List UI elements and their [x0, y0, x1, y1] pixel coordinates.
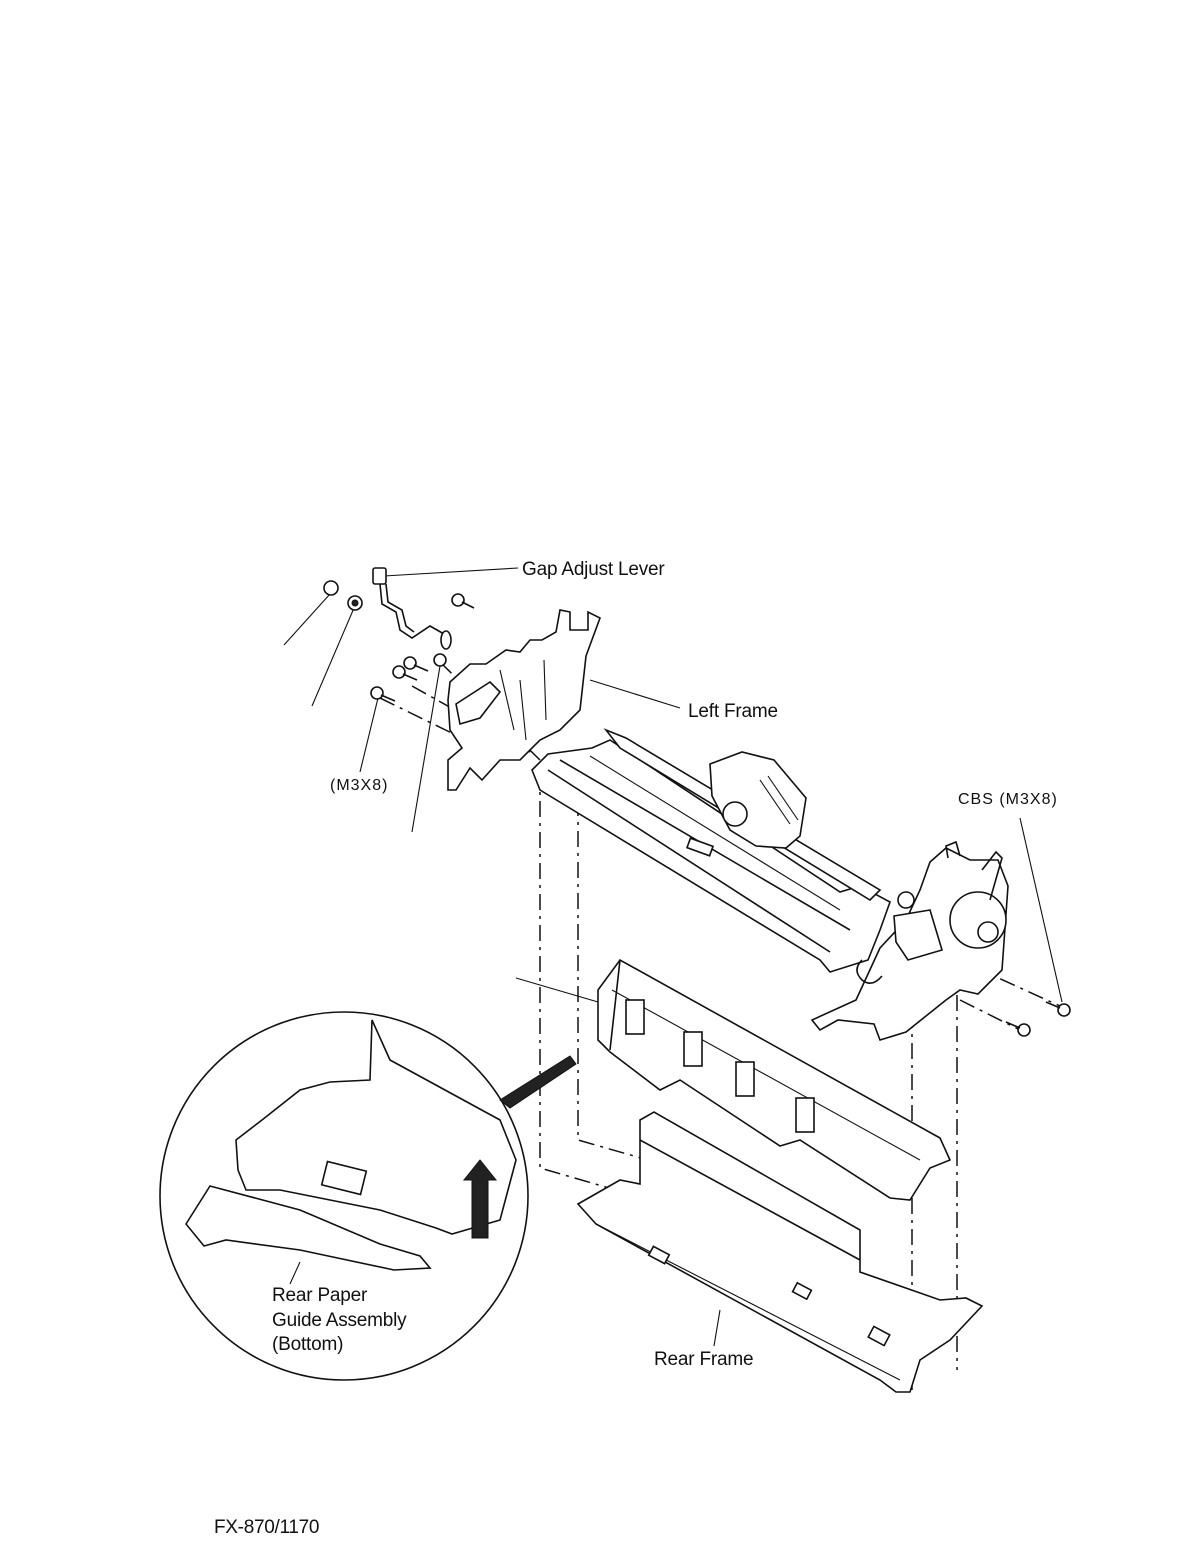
leader-rear-paper-guide [516, 978, 598, 1002]
right-screws-part [1006, 1002, 1070, 1036]
label-screw-left: (M3X8) [330, 777, 388, 795]
label-rear-paper-guide-line3: (Bottom) [272, 1334, 343, 1356]
label-gap-adjust-lever: Gap Adjust Lever [522, 559, 665, 581]
label-rear-paper-guide-line2: Guide Assembly [272, 1310, 407, 1332]
label-screw-right: CBS (M3X8) [958, 791, 1058, 809]
footer-model: FX-870/1170 [214, 1517, 319, 1539]
leader-detail [290, 1262, 300, 1284]
leader-rear-frame [714, 1310, 720, 1346]
label-left-frame: Left Frame [688, 701, 778, 723]
leader-left-frame [590, 680, 680, 708]
washers-part [324, 581, 362, 610]
leader-spring [412, 666, 440, 832]
leader-gap-adjust-lever [384, 568, 518, 576]
leader-washer-1 [284, 594, 330, 645]
leader-screw-left [360, 698, 378, 772]
label-rear-frame: Rear Frame [654, 1349, 753, 1371]
gap-adjust-lever-part [373, 568, 444, 638]
leader-washer-2 [312, 608, 354, 706]
leader-screw-right [1020, 818, 1062, 1002]
label-rear-paper-guide-line1: Rear Paper [272, 1285, 367, 1307]
